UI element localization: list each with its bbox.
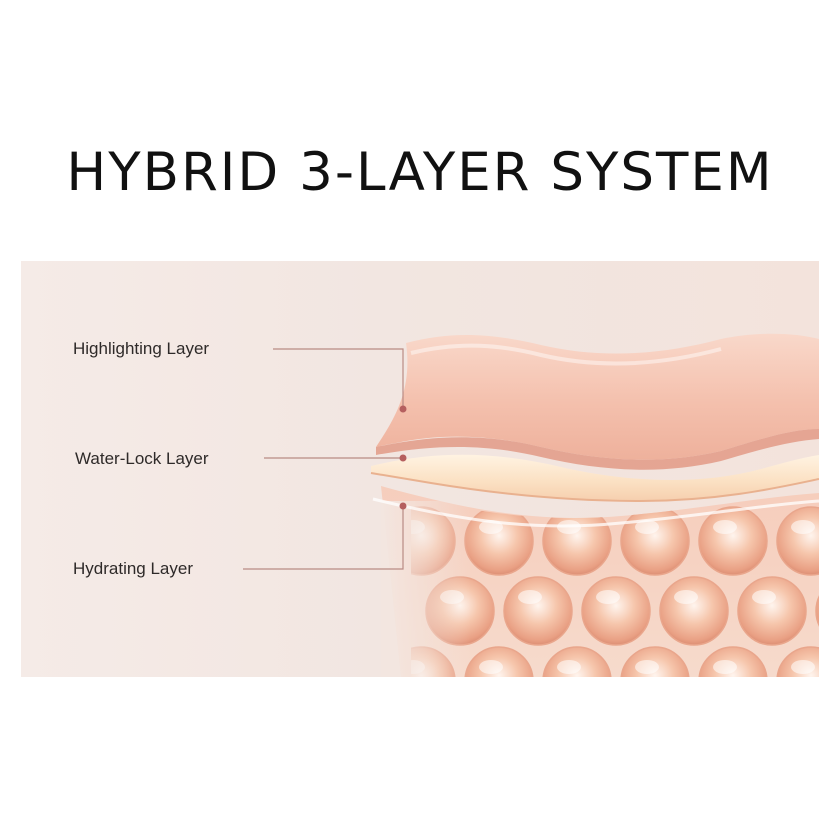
label-hydrating-layer: Hydrating Layer <box>73 559 194 578</box>
hydrating-bubble <box>737 576 807 646</box>
hydrating-layer-graphic <box>372 486 819 677</box>
hydrating-bubble <box>464 506 534 576</box>
highlighting-layer-graphic <box>376 333 819 470</box>
water-lock-layer-graphic <box>370 454 819 503</box>
bubble-highlight <box>713 520 737 534</box>
marker-dot-water-lock <box>399 454 407 462</box>
bubble-highlight <box>635 520 659 534</box>
bubble-highlight <box>479 660 503 674</box>
hydrating-bubble <box>581 576 651 646</box>
layer-illustration-panel: Highlighting Layer Water-Lock Layer Hydr… <box>21 261 819 677</box>
layer-illustration <box>243 333 819 677</box>
hydrating-bubble <box>659 576 729 646</box>
bubble-highlight <box>791 520 815 534</box>
bubble-highlight <box>518 590 542 604</box>
leader-lines <box>243 348 407 570</box>
bubble-highlight <box>557 660 581 674</box>
leader-line-highlighting <box>273 348 404 409</box>
bubble-highlight <box>713 660 737 674</box>
bubble-highlight <box>674 590 698 604</box>
marker-dot-highlighting <box>399 405 407 413</box>
bubble-highlight <box>635 660 659 674</box>
bubble-highlight <box>596 590 620 604</box>
hydrating-bubble <box>815 576 819 646</box>
hydrating-bubble <box>542 506 612 576</box>
bubble-highlight <box>791 660 815 674</box>
bubble-highlight <box>752 590 776 604</box>
label-water-lock-layer: Water-Lock Layer <box>75 449 209 468</box>
hydrating-bubble <box>503 576 573 646</box>
page-title: HYBRID 3-LAYER SYSTEM <box>66 142 774 203</box>
marker-dot-hydrating <box>399 502 407 510</box>
leader-line-hydrating <box>243 506 404 570</box>
hydrating-bubble <box>698 506 768 576</box>
label-highlighting-layer: Highlighting Layer <box>73 339 210 358</box>
